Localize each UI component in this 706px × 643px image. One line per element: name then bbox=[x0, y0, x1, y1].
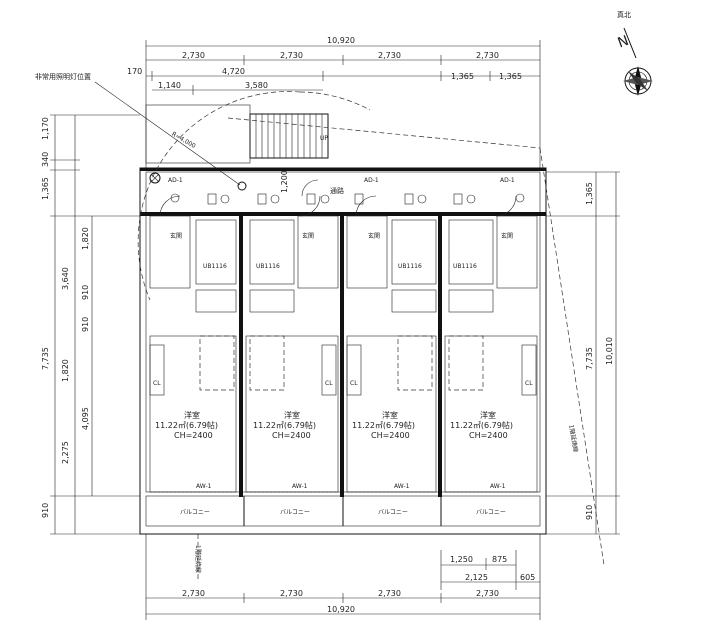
unit-1-ub: UB1116 bbox=[203, 263, 227, 270]
right-dim-910: 910 bbox=[585, 505, 594, 520]
top-dimensions: 10,920 2,730 2,730 2,730 2,730 170 4,720… bbox=[127, 36, 541, 170]
unit-3-genkan: 玄関 bbox=[368, 232, 380, 240]
unit-4-balcony: バルコニー bbox=[476, 509, 506, 516]
external-stair: UP R=4,000 bbox=[170, 113, 329, 159]
unit-2-balcony: バルコニー bbox=[280, 509, 310, 516]
top-dim-3: 2,730 bbox=[378, 51, 401, 60]
top-dim-1365a: 1,365 bbox=[451, 72, 474, 81]
left-inner-2275: 2,275 bbox=[61, 441, 70, 464]
meter-icons bbox=[149, 172, 525, 205]
unit-2-room: 洋室 bbox=[284, 410, 300, 420]
top-dim-1365b: 1,365 bbox=[499, 72, 522, 81]
bottom-dim-3: 2,730 bbox=[378, 589, 401, 598]
right-dimensions: 1,365 7,735 10,010 910 bbox=[546, 171, 620, 535]
top-total-dim: 10,920 bbox=[327, 36, 355, 45]
unit-1-ch: CH=2400 bbox=[174, 431, 213, 440]
unit-3: AD-1 玄関 UB1116 CL 洋室 11.22㎡(6.79帖) CH=24… bbox=[346, 177, 437, 516]
left-inner-910a: 910 bbox=[81, 285, 90, 300]
right-dim-7735: 7,735 bbox=[585, 347, 594, 370]
unit-3-cl: CL bbox=[350, 380, 358, 387]
unit-1-cl: CL bbox=[153, 380, 161, 387]
boundary-label-right: 1階延焼線 bbox=[567, 424, 580, 453]
unit-1-area: 11.22㎡(6.79帖) bbox=[155, 420, 218, 430]
left-inner-1820b: 1,820 bbox=[61, 359, 70, 382]
unit-4-cl: CL bbox=[525, 380, 533, 387]
unit-4-ch: CH=2400 bbox=[469, 431, 508, 440]
unit-2-genkan: 玄関 bbox=[302, 232, 314, 240]
top-dim-1: 2,730 bbox=[182, 51, 205, 60]
unit-3-ad: AD-1 bbox=[364, 177, 379, 184]
unit-4: AD-1 玄関 UB1116 CL 洋室 11.22㎡(6.79帖) CH=24… bbox=[444, 177, 538, 516]
left-dim-1170: 1,170 bbox=[41, 117, 50, 140]
bottom-dimensions: 1,250 875 2,125 605 2,730 2,730 2,730 2,… bbox=[145, 534, 541, 620]
bottom-dim-4: 2,730 bbox=[476, 589, 499, 598]
unit-3-ub: UB1116 bbox=[398, 263, 422, 270]
entrance-height-label: 1,200 bbox=[280, 170, 289, 193]
hallway-label: 通路 bbox=[330, 186, 344, 195]
top-dim-4: 2,730 bbox=[476, 51, 499, 60]
unit-3-room: 洋室 bbox=[382, 410, 398, 420]
unit-3-area: 11.22㎡(6.79帖) bbox=[352, 420, 415, 430]
unit-3-ch: CH=2400 bbox=[371, 431, 410, 440]
unit-1-aw: AW-1 bbox=[196, 483, 212, 490]
left-dim-3640: 3,640 bbox=[61, 267, 70, 290]
unit-1-room: 洋室 bbox=[184, 410, 200, 420]
north-letter: N bbox=[616, 33, 631, 52]
left-inner-4095: 4,095 bbox=[81, 407, 90, 430]
north-label: 真北 bbox=[617, 10, 631, 19]
unit-1-balcony: バルコニー bbox=[180, 509, 210, 516]
unit-2-cl: CL bbox=[325, 380, 333, 387]
left-dimensions: 1,170 340 1,365 3,640 7,735 910 1,820 91… bbox=[41, 114, 140, 535]
left-dim-910: 910 bbox=[41, 503, 50, 518]
top-dim-1140: 1,140 bbox=[158, 81, 181, 90]
bottom-dim-1: 2,730 bbox=[182, 589, 205, 598]
left-inner-1820a: 1,820 bbox=[81, 227, 90, 250]
unit-4-ub: UB1116 bbox=[453, 263, 477, 270]
right-dim-10010: 10,010 bbox=[605, 337, 614, 365]
bottom-dim-605: 605 bbox=[520, 573, 535, 582]
right-dim-1365: 1,365 bbox=[585, 182, 594, 205]
compass-icon bbox=[623, 66, 653, 96]
bottom-dim-2125: 2,125 bbox=[465, 573, 488, 582]
unit-4-genkan: 玄関 bbox=[501, 232, 513, 240]
unit-2-aw: AW-1 bbox=[292, 483, 308, 490]
bottom-total-dim: 10,920 bbox=[327, 605, 355, 614]
unit-1-genkan: 玄関 bbox=[170, 232, 182, 240]
unit-3-aw: AW-1 bbox=[394, 483, 410, 490]
unit-4-room: 洋室 bbox=[480, 410, 496, 420]
stair-up-label: UP bbox=[320, 135, 328, 142]
boundary-label-bottom: 1階延焼線 bbox=[194, 545, 202, 573]
left-dim-7735: 7,735 bbox=[41, 347, 50, 370]
unit-2-ch: CH=2400 bbox=[272, 431, 311, 440]
unit-4-ad: AD-1 bbox=[500, 177, 515, 184]
unit-2-area: 11.22㎡(6.79帖) bbox=[253, 420, 316, 430]
top-dim-3580: 3,580 bbox=[245, 81, 268, 90]
left-inner-910b: 910 bbox=[81, 317, 90, 332]
top-dim-170: 170 bbox=[127, 67, 142, 76]
bottom-dim-875: 875 bbox=[492, 555, 507, 564]
emergency-light-annotation: 非常用照明灯位置 bbox=[35, 72, 91, 81]
bottom-dim-2: 2,730 bbox=[280, 589, 303, 598]
left-dim-340: 340 bbox=[41, 152, 50, 167]
stair-radius-label: R=4,000 bbox=[170, 131, 196, 150]
unit-4-aw: AW-1 bbox=[490, 483, 506, 490]
unit-2: 玄関 UB1116 CL 洋室 11.22㎡(6.79帖) CH=2400 AW… bbox=[245, 215, 339, 516]
left-dim-1365: 1,365 bbox=[41, 177, 50, 200]
unit-4-area: 11.22㎡(6.79帖) bbox=[450, 420, 513, 430]
unit-2-ub: UB1116 bbox=[256, 263, 280, 270]
top-dim-2: 2,730 bbox=[280, 51, 303, 60]
top-dim-4720: 4,720 bbox=[222, 67, 245, 76]
unit-1-ad: AD-1 bbox=[168, 177, 183, 184]
bottom-dim-1250: 1,250 bbox=[450, 555, 473, 564]
unit-1: AD-1 玄関 UB1116 CL 洋室 11.22㎡(6.79帖) CH=24… bbox=[149, 177, 237, 516]
north-arrow: 真北 N bbox=[616, 10, 653, 96]
unit-3-balcony: バルコニー bbox=[378, 509, 408, 516]
